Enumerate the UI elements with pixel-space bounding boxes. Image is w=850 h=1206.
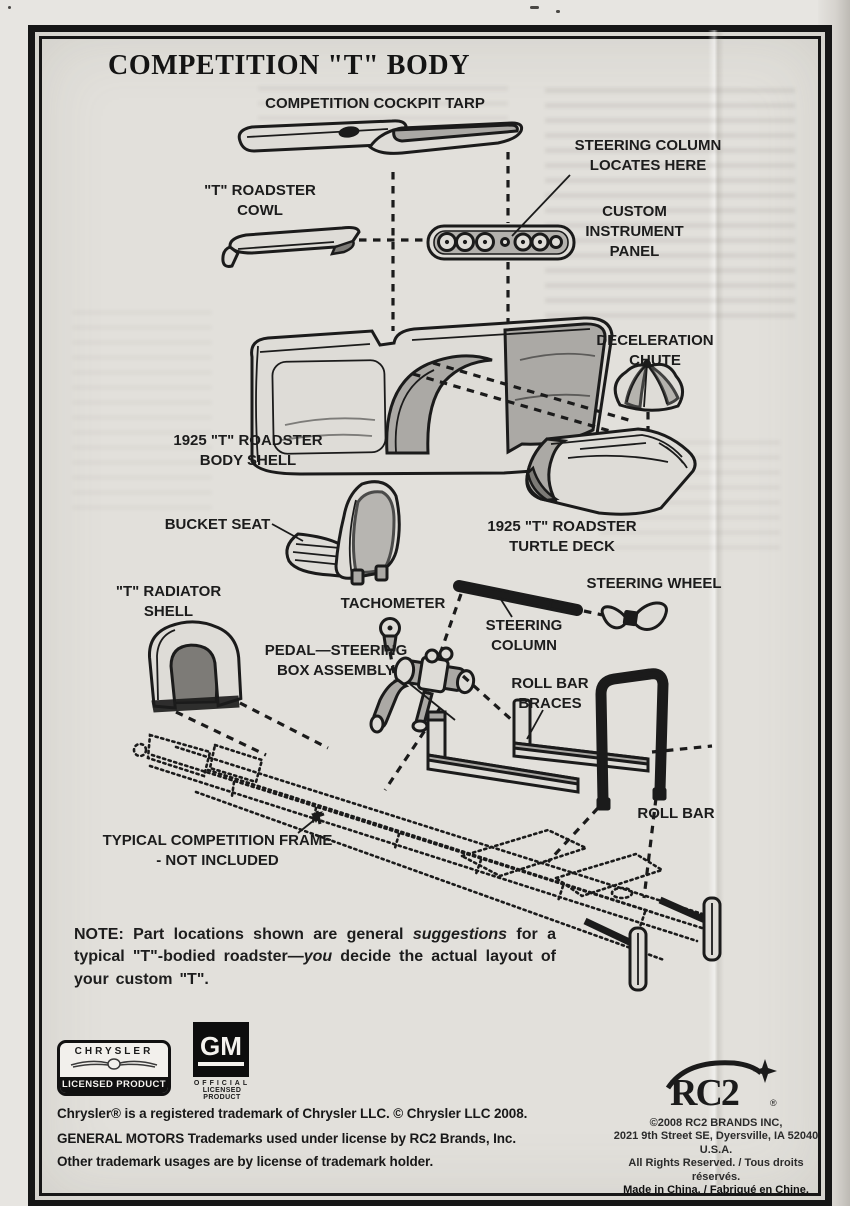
label-steering-wheel: STEERING WHEEL <box>586 575 722 592</box>
svg-text:RC2: RC2 <box>670 1072 739 1112</box>
label-pedal-steering-box: PEDAL—STEERING BOX ASSEMBLY <box>264 642 408 679</box>
legal-line-other: Other trademark usages are by license of… <box>57 1154 434 1169</box>
note-prefix: NOTE: <box>74 926 124 943</box>
page-border <box>28 25 832 1206</box>
label-steering-column-locates: STEERING COLUMN LOCATES HERE <box>574 137 722 174</box>
rc2-star-icon <box>753 1059 777 1083</box>
label-instrument-panel: CUSTOM INSTRUMENT PANEL <box>585 203 684 260</box>
label-competition-frame: TYPICAL COMPETITION FRAME - NOT INCLUDED <box>102 832 333 869</box>
label-tachometer: TACHOMETER <box>340 595 446 612</box>
label-roadster-cowl: "T" ROADSTER COWL <box>204 182 316 219</box>
label-steering-column: STEERING COLUMN <box>485 617 563 654</box>
rc2-street: 2021 9th Street SE, Dyersville, IA 52040… <box>613 1130 819 1156</box>
label-cockpit-tarp: COMPETITION COCKPIT TARP <box>265 95 485 112</box>
label-radiator-shell: "T" RADIATOR SHELL <box>115 583 222 620</box>
label-roll-bar-braces: ROLL BAR BRACES <box>511 675 589 712</box>
scan-speck <box>556 10 560 13</box>
bleed-through-text <box>72 310 212 520</box>
legal-line-chrysler: Chrysler® is a registered trademark of C… <box>57 1106 528 1121</box>
rc2-logo: RC2 ® <box>665 1059 777 1114</box>
svg-text:®: ® <box>770 1098 777 1108</box>
label-bucket-seat: BUCKET SEAT <box>164 516 271 533</box>
page-title: COMPETITION "T" BODY <box>108 50 471 81</box>
label-turtle-deck: 1925 "T" ROADSTER TURTLE DECK <box>487 518 637 555</box>
chrysler-wings-icon <box>70 1058 158 1070</box>
rc2-logo-block: RC2 ® ©2008 RC2 BRANDS INC, 2021 9th Str… <box>610 1058 822 1197</box>
rc2-copyright: ©2008 RC2 BRANDS INC, <box>649 1117 783 1129</box>
legal-line-gm: GENERAL MOTORS Trademarks used under lic… <box>57 1131 516 1146</box>
label-body-shell: 1925 "T" ROADSTER BODY SHELL <box>173 432 323 469</box>
gm-logo: GM <box>193 1022 249 1077</box>
rc2-rights: All Rights Reserved. / Tous droits réser… <box>628 1157 804 1183</box>
rc2-made-in: Made in China. / Fabriqué en Chine. <box>623 1184 809 1197</box>
gm-licensed-text: LICENSED PRODUCT <box>202 1087 242 1101</box>
bleed-through-text <box>258 86 508 120</box>
label-roll-bar: ROLL BAR <box>637 805 715 822</box>
scan-speck <box>8 6 11 9</box>
bleed-through-text <box>545 88 795 328</box>
chrysler-banner: LICENSED PRODUCT <box>60 1077 168 1093</box>
note-text: NOTE: Part locations shown are general s… <box>74 926 557 988</box>
label-deceleration-chute: DECELERATION CHUTE <box>596 332 714 369</box>
gm-licensed-badge: GM OFFICIAL LICENSED PRODUCT <box>193 1022 251 1101</box>
gm-wordmark: GM <box>198 1033 244 1066</box>
gm-official-text: OFFICIAL <box>193 1080 251 1087</box>
page-border-inner <box>39 36 821 1196</box>
scan-speck <box>530 6 539 9</box>
chrysler-licensed-badge: CHRYSLER LICENSED PRODUCT <box>57 1040 171 1096</box>
chrysler-wordmark: CHRYSLER <box>74 1046 154 1057</box>
